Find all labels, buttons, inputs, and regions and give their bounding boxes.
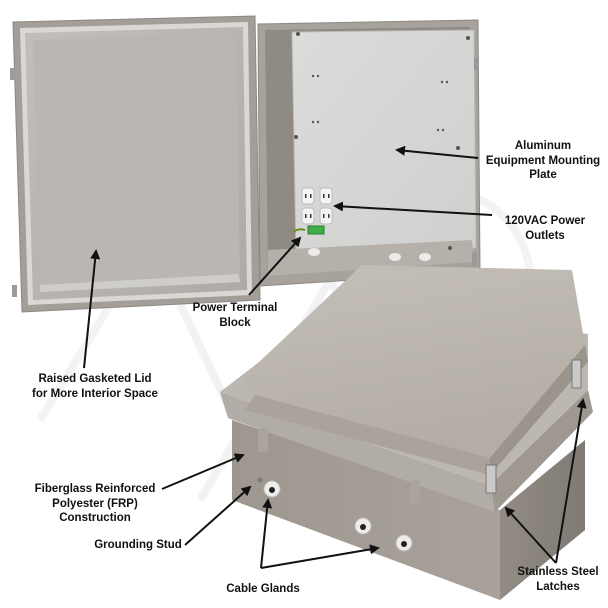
callout-arrows bbox=[83, 145, 587, 569]
label-cable-glands: Cable Glands bbox=[226, 583, 300, 595]
label-power-outlets: 120VAC Power Outlets bbox=[504, 215, 586, 242]
label-terminal-block: Power Terminal Block bbox=[192, 302, 278, 329]
label-latches: Stainless Steel Latches bbox=[517, 566, 599, 593]
latch-front bbox=[485, 464, 497, 494]
power-outlets bbox=[301, 187, 333, 225]
terminal-block bbox=[307, 225, 325, 235]
label-mounting-plate: Aluminum Equipment Mounting Plate bbox=[485, 140, 601, 181]
grounding-stud bbox=[257, 477, 263, 483]
latch-side bbox=[571, 359, 582, 389]
label-frp-construction: Fiberglass Reinforced Polyester (FRP) Co… bbox=[34, 483, 156, 524]
label-grounding-stud: Grounding Stud bbox=[94, 539, 182, 551]
open-body bbox=[257, 19, 481, 287]
closed-enclosure bbox=[220, 265, 593, 600]
label-gasketed-lid: Raised Gasketed Lid for More Interior Sp… bbox=[32, 373, 158, 400]
open-door bbox=[10, 15, 261, 313]
